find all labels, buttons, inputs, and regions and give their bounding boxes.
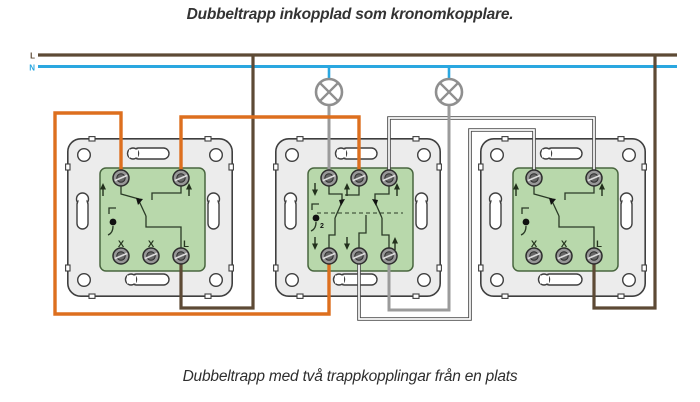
lamp-2-icon	[434, 77, 464, 107]
switch-module-right: X X L	[477, 135, 648, 300]
terminal-label-x1: X	[118, 239, 125, 250]
neutral-rail-label: N	[29, 64, 35, 73]
double-changeover-schematic: 2	[310, 186, 403, 248]
lamp-1-icon	[314, 77, 344, 107]
live-rail-label: L	[30, 52, 35, 61]
white-traveler-wires	[357, 116, 596, 321]
terminal-label-l: L	[183, 239, 189, 250]
terminal-label-x2: X	[561, 239, 568, 250]
switch-module-left: X X L	[64, 135, 235, 300]
terminal-label-x1: X	[531, 239, 538, 250]
orange-traveler-wires	[53, 111, 361, 316]
page-caption: Dubbeltrapp med två trappkopplingar från…	[182, 368, 518, 385]
page-title: Dubbeltrapp inkopplad som kronomkopplare…	[186, 6, 514, 23]
wire-lamp-2-switched	[387, 104, 451, 312]
terminal-label-x2: X	[148, 239, 155, 250]
wire-live-feed-left	[179, 54, 255, 310]
mechanism-marker: 2	[320, 223, 324, 230]
power-rails: L N	[29, 52, 677, 81]
wire-traveler-orange-2	[179, 115, 361, 178]
switch-module-middle: 2	[272, 135, 443, 300]
terminal-label-l: L	[596, 239, 602, 250]
wire-live-feed-right	[592, 54, 657, 310]
wire-traveler-orange-1	[53, 111, 331, 316]
brown-live-wires	[179, 54, 657, 310]
